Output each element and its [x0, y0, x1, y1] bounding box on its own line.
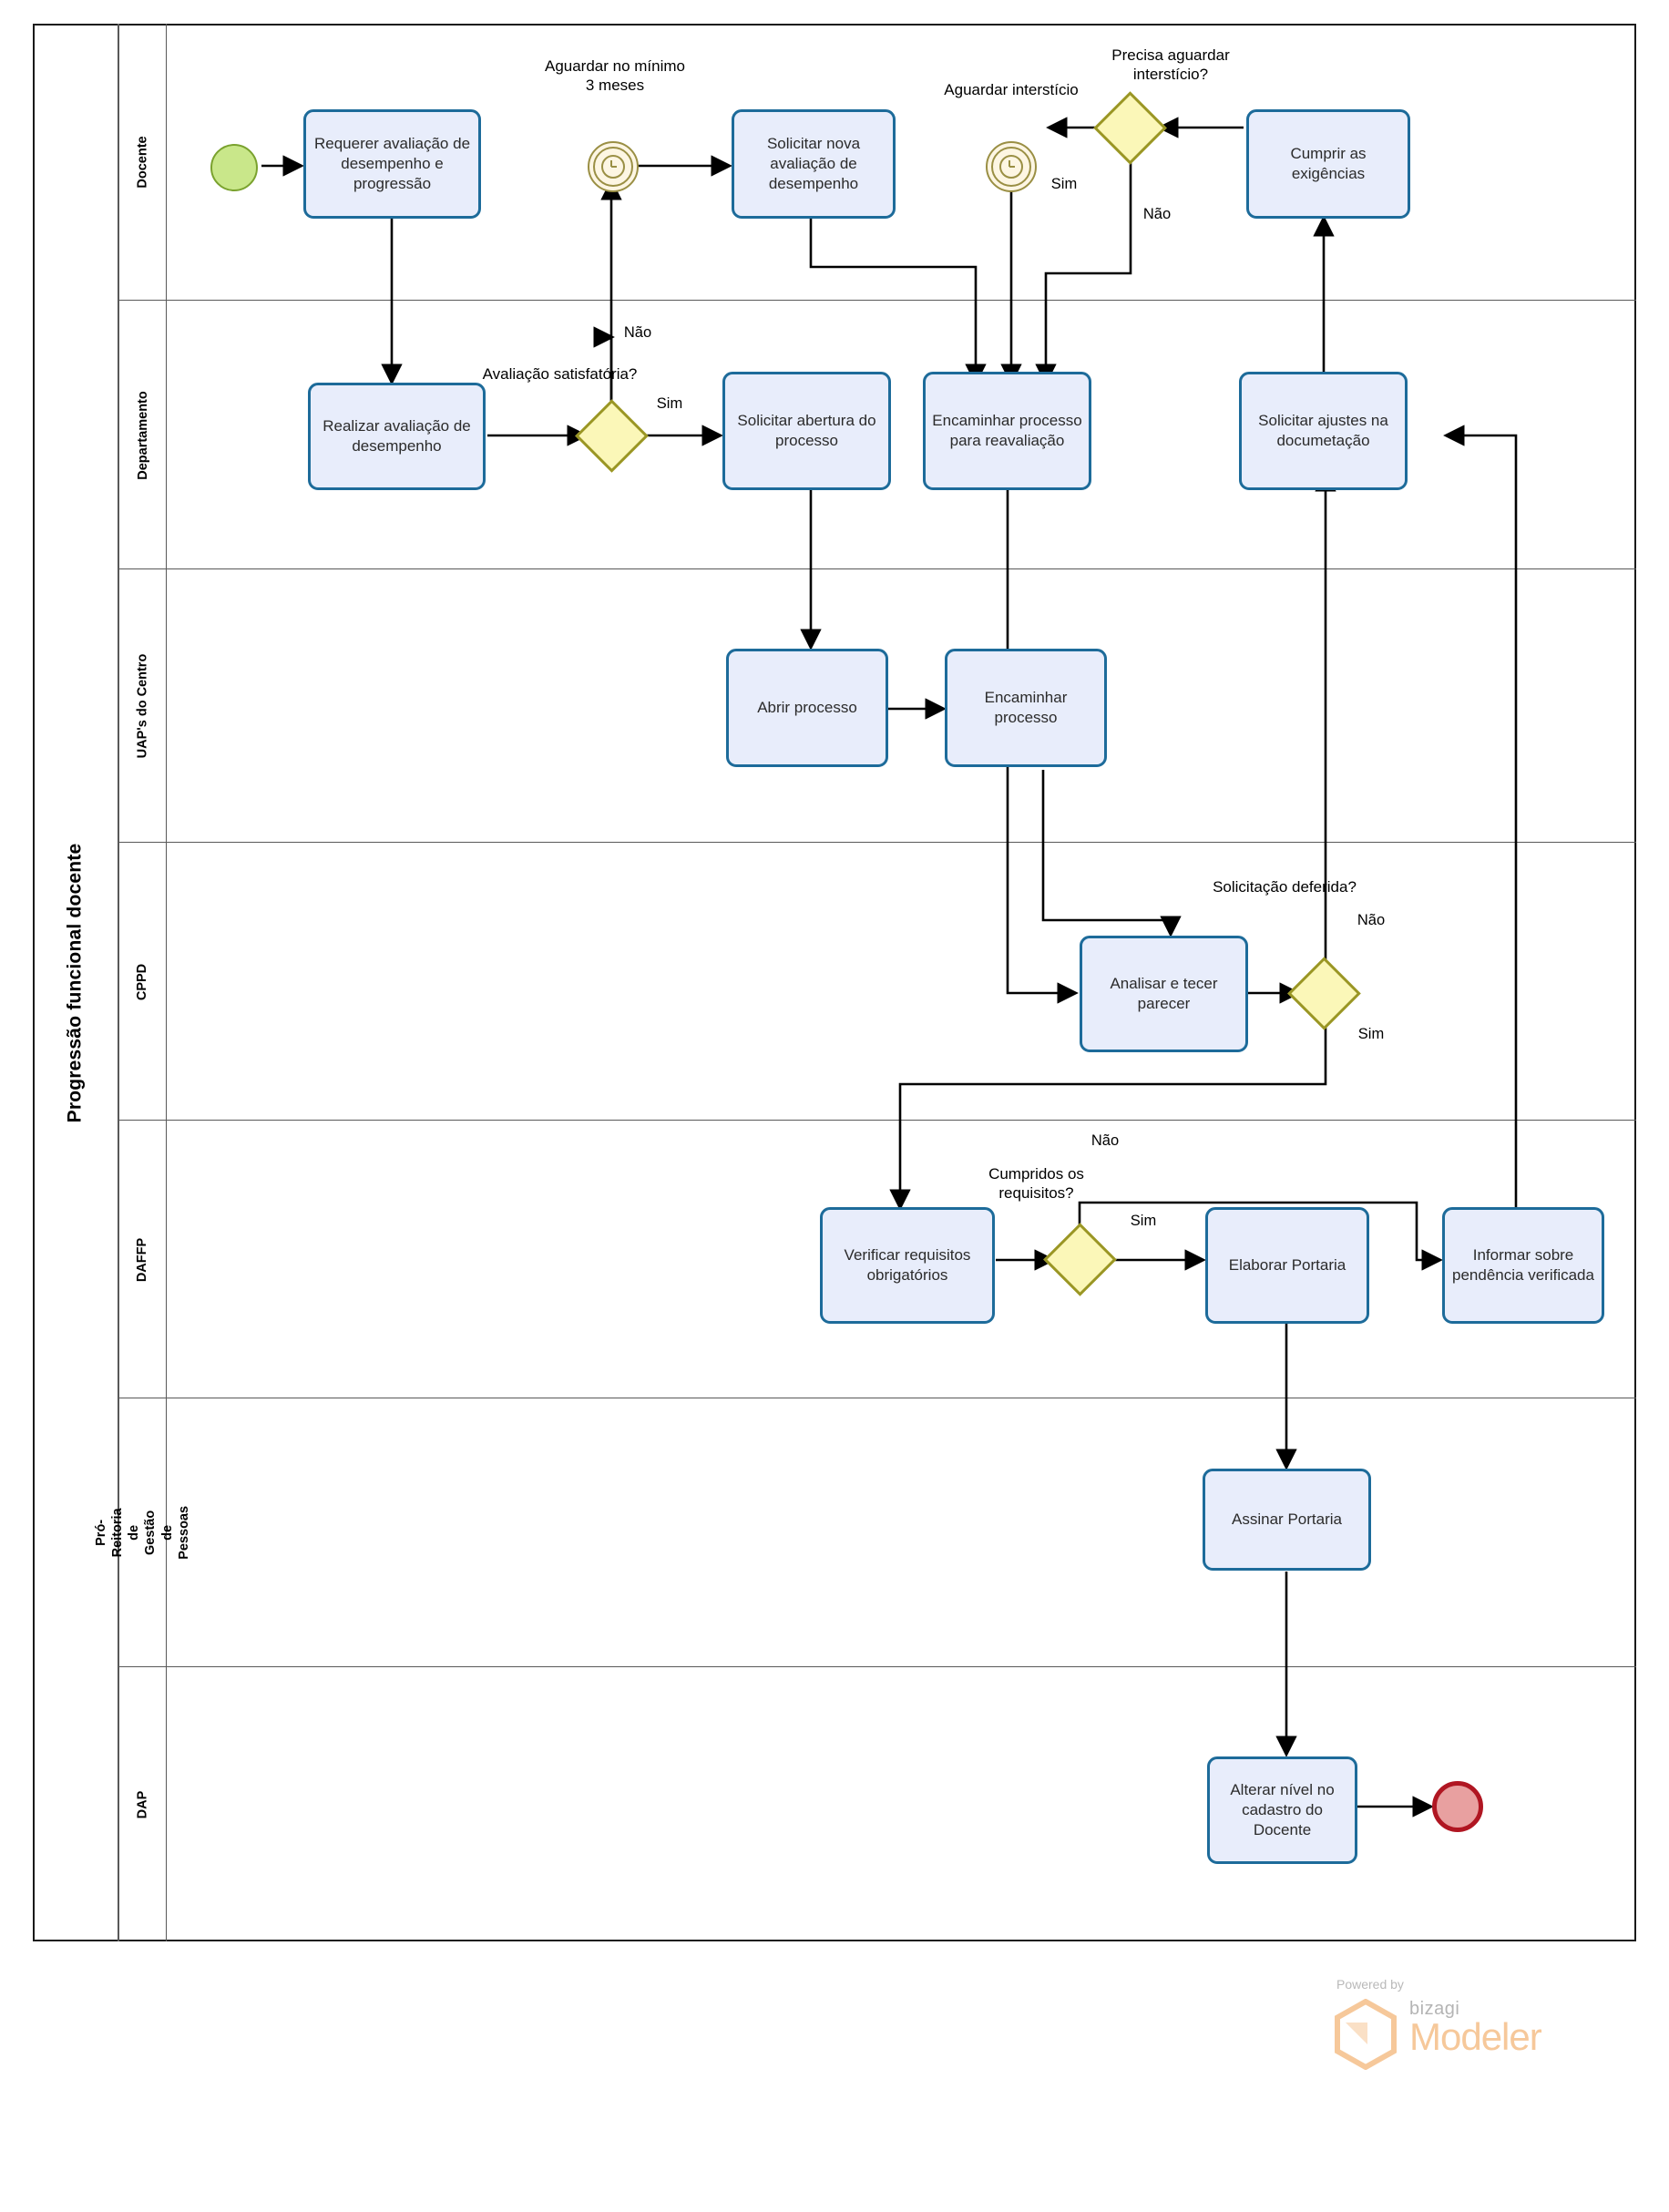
- lane-header-uaps: UAP's do Centro: [119, 569, 167, 843]
- task-requerer-avaliacao[interactable]: Requerer avaliação de desempenho e progr…: [303, 109, 481, 219]
- task-verificar-requisitos[interactable]: Verificar requisitos obrigatórios: [820, 1207, 995, 1324]
- lane-header-cppd: CPPD: [119, 843, 167, 1121]
- pool-header: Progressão funcional docente: [33, 24, 119, 1941]
- flow-label-avaliacao-sim: Sim: [656, 395, 683, 412]
- task-encaminhar-processo[interactable]: Encaminhar processo: [945, 649, 1107, 767]
- gateway-label-avaliacao-satisfatoria: Avaliação satisfatória?: [482, 365, 638, 383]
- lane-uaps: [119, 569, 1636, 843]
- lane-label-departamento: Departamento: [135, 390, 150, 480]
- gateway-diamond: [1093, 91, 1167, 165]
- lane-label-docente: Docente: [135, 136, 150, 189]
- lane-cppd: [119, 843, 1636, 1121]
- timer-inner-ring: [991, 147, 1031, 187]
- lane-label-proreitoria: Pró-Reitoria de Gestão de Pessoas: [94, 1506, 191, 1560]
- task-realizar-avaliacao[interactable]: Realizar avaliação de desempenho: [308, 383, 486, 490]
- lane-label-uaps: UAP's do Centro: [135, 653, 150, 759]
- flow-label-deferida-nao: Não: [1357, 912, 1386, 928]
- task-informar-pendencia[interactable]: Informar sobre pendência verificada: [1442, 1207, 1604, 1324]
- bizagi-wordmark: bizagi: [1409, 1999, 1460, 2019]
- timer-label-aguardar-3-meses: Aguardar no mínimo 3 meses: [544, 57, 686, 95]
- flow-label-requisitos-nao: Não: [1090, 1132, 1120, 1149]
- task-encaminhar-reavaliacao[interactable]: Encaminhar processo para reavaliação: [923, 372, 1091, 490]
- lane-label-cppd: CPPD: [135, 963, 150, 1000]
- lane-header-departamento: Departamento: [119, 301, 167, 569]
- powered-by-text: Powered by: [1336, 1977, 1404, 1992]
- flow-label-requisitos-sim: Sim: [1130, 1213, 1157, 1229]
- lane-header-dap: DAP: [119, 1667, 167, 1941]
- timer-inner-ring: [593, 147, 633, 187]
- lane-label-dap: DAP: [135, 1790, 150, 1818]
- task-abrir-processo[interactable]: Abrir processo: [726, 649, 888, 767]
- task-solicitar-abertura[interactable]: Solicitar abertura do processo: [722, 372, 891, 490]
- bizagi-branding: Powered by bizagi Modeler: [1326, 1977, 1590, 2082]
- lane-daffp: [119, 1121, 1636, 1398]
- timer-label-aguardar-intersticio: Aguardar interstício: [944, 81, 1079, 98]
- clock-icon: [601, 155, 625, 179]
- lane-header-docente: Docente: [119, 24, 167, 301]
- gateway-diamond: [1287, 957, 1361, 1030]
- gateway-label-cumpridos-requisitos: Cumpridos os requisitos?: [988, 1165, 1084, 1203]
- gateway-avaliacao-satisfatoria[interactable]: [575, 399, 649, 473]
- flow-label-intersticio-nao: Não: [1142, 206, 1172, 222]
- clock-icon: [999, 155, 1023, 179]
- flow-label-deferida-sim: Sim: [1357, 1026, 1385, 1042]
- lane-label-daffp: DAFFP: [135, 1237, 150, 1282]
- task-cumprir-exigencias[interactable]: Cumprir as exigências: [1246, 109, 1410, 219]
- lane-proreitoria: [119, 1398, 1636, 1667]
- task-alterar-nivel-cadastro[interactable]: Alterar nível no cadastro do Docente: [1207, 1756, 1357, 1864]
- start-event[interactable]: [210, 144, 258, 191]
- task-analisar-tecer-parecer[interactable]: Analisar e tecer parecer: [1080, 936, 1248, 1052]
- end-event[interactable]: [1432, 1781, 1483, 1832]
- gateway-diamond: [1043, 1223, 1117, 1296]
- gateway-diamond: [575, 399, 649, 473]
- gateway-label-precisa-aguardar-intersticio: Precisa aguardar interstício?: [1111, 46, 1230, 84]
- task-elaborar-portaria[interactable]: Elaborar Portaria: [1205, 1207, 1369, 1324]
- task-solicitar-nova-avaliacao[interactable]: Solicitar nova avaliação de desempenho: [732, 109, 896, 219]
- gateway-precisa-aguardar-intersticio[interactable]: [1093, 91, 1167, 165]
- flow-label-intersticio-sim: Sim: [1050, 176, 1078, 192]
- pool-title: Progressão funcional docente: [64, 843, 86, 1122]
- gateway-cumpridos-requisitos[interactable]: [1043, 1223, 1117, 1296]
- timer-event-aguardar-intersticio[interactable]: [986, 141, 1037, 192]
- lane-dap: [119, 1667, 1636, 1941]
- gateway-solicitacao-deferida[interactable]: [1287, 957, 1361, 1030]
- lane-departamento: [119, 301, 1636, 569]
- task-solicitar-ajustes[interactable]: Solicitar ajustes na documetação: [1239, 372, 1408, 490]
- gateway-label-solicitacao-deferida: Solicitação deferida?: [1213, 878, 1357, 896]
- bizagi-hexagon-logo: [1335, 1999, 1397, 2070]
- task-assinar-portaria[interactable]: Assinar Portaria: [1203, 1469, 1371, 1571]
- bizagi-product-name: Modeler: [1409, 2015, 1542, 2058]
- lane-header-proreitoria: Pró-Reitoria de Gestão de Pessoas: [94, 1398, 191, 1667]
- flow-label-avaliacao-nao: Não: [623, 324, 652, 341]
- timer-event-aguardar-3-meses[interactable]: [588, 141, 639, 192]
- lane-header-daffp: DAFFP: [119, 1121, 167, 1398]
